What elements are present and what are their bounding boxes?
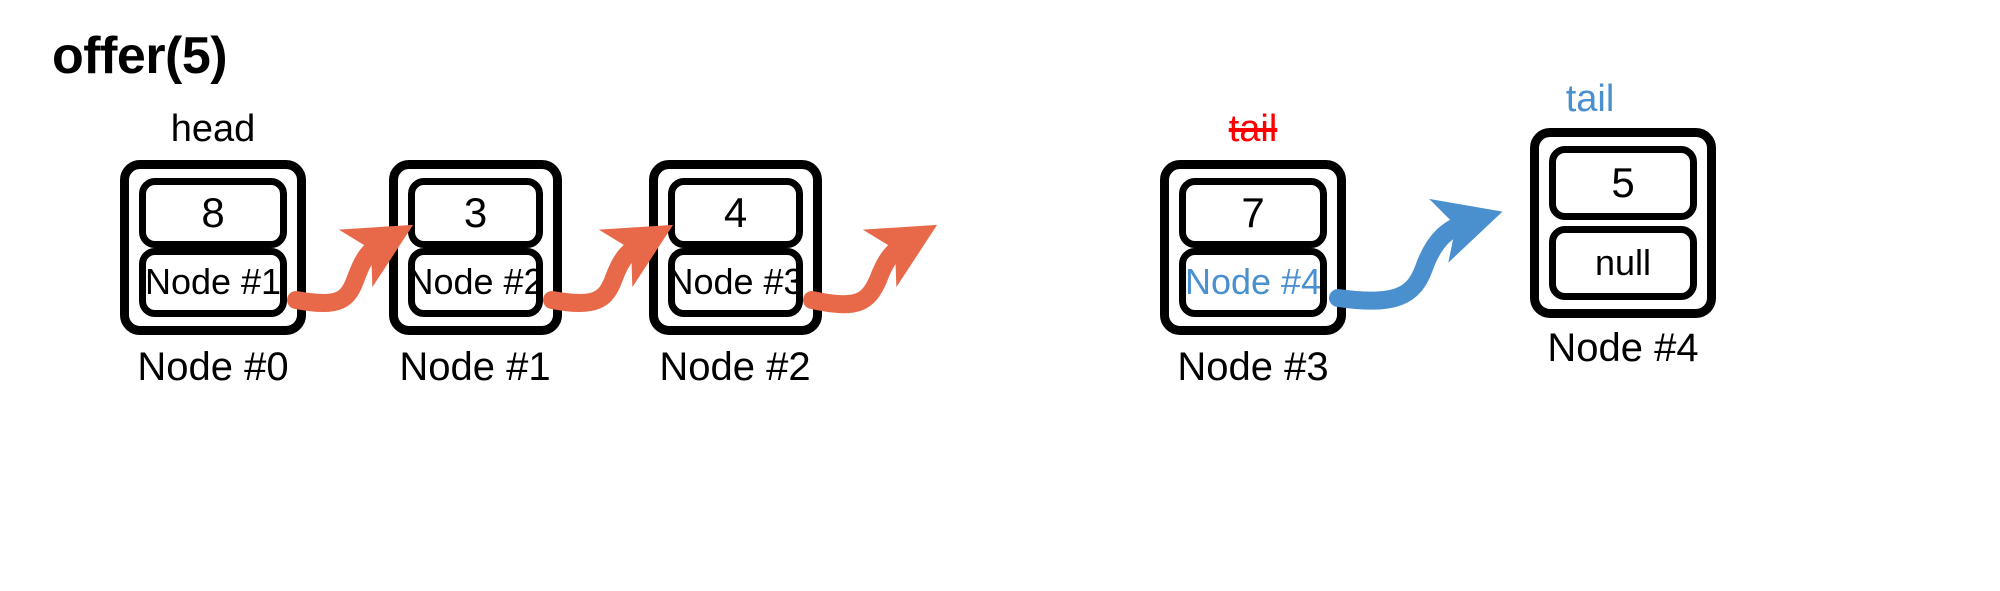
node-1[interactable]: 3 Node #2 [389, 160, 562, 335]
arrow-node2-to-node3 [803, 224, 938, 314]
arrow-node0-to-node1 [287, 224, 414, 312]
node-4-label: Node #4 [1547, 326, 1699, 370]
node-0-value: 8 [139, 178, 287, 248]
head-pointer-label: head [170, 108, 256, 150]
node-0[interactable]: 8 Node #1 [120, 160, 306, 335]
page-title: offer(5) [52, 27, 228, 85]
node-4-value: 5 [1549, 146, 1697, 220]
node-2-label: Node #2 [659, 345, 811, 389]
arrow-node1-to-node2 [543, 224, 674, 312]
tail-pointer-label-new: tail [1565, 78, 1615, 120]
arrow-node3-to-node4 [1329, 198, 1503, 310]
node-2-next: Node #3 [667, 247, 804, 317]
node-0-label: Node #0 [137, 345, 289, 389]
tail-pointer-label-old: tail [1228, 108, 1278, 150]
node-0-next: Node #1 [139, 247, 287, 317]
node-4[interactable]: 5 null [1530, 128, 1716, 318]
node-1-value: 3 [408, 178, 543, 248]
node-3-label: Node #3 [1177, 345, 1329, 389]
node-2[interactable]: 4 Node #3 [649, 160, 822, 335]
node-4-next: null [1549, 226, 1697, 300]
node-1-label: Node #1 [399, 345, 551, 389]
node-2-value: 4 [668, 178, 803, 248]
node-3[interactable]: 7 Node #4 [1160, 160, 1346, 335]
node-3-value: 7 [1179, 178, 1327, 248]
node-1-next: Node #2 [407, 247, 544, 317]
node-3-next: Node #4 [1179, 247, 1327, 317]
